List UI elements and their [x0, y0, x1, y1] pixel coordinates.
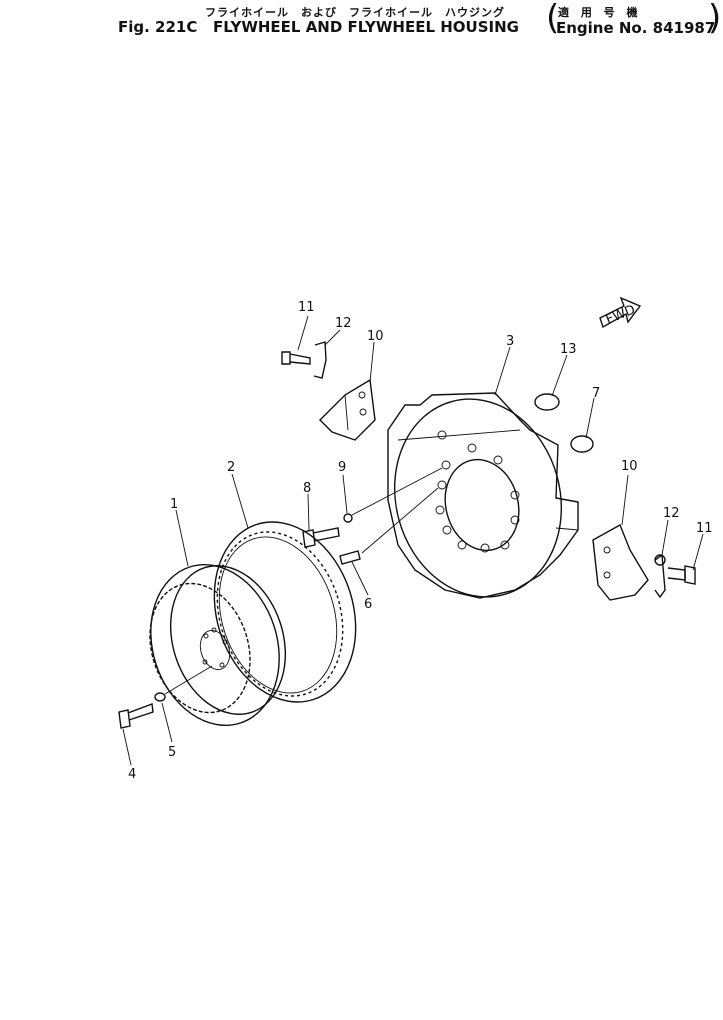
callout-labels: 11 12 10 3 13 7 10 12 11 9 8 6 2 1 4 5: [128, 300, 713, 782]
callout-11-right: 11: [696, 521, 713, 536]
flywheel: [149, 563, 287, 727]
assembly-line-6: [361, 487, 439, 554]
bracket-right: [592, 524, 649, 601]
bolt-left-top: [281, 351, 311, 365]
right-bracket: ): [708, 0, 722, 38]
callout-10-left: 10: [367, 329, 384, 344]
figure-number: Fig. 221C: [118, 18, 198, 36]
callout-8: 8: [303, 481, 311, 496]
assembly-line-4: [164, 665, 213, 695]
washer-right: [654, 554, 666, 566]
bracket-left: [319, 378, 376, 441]
figure-title: FLYWHEEL AND FLYWHEEL HOUSING: [213, 18, 519, 36]
callout-12-right: 12: [663, 506, 680, 521]
callout-6: 6: [364, 597, 372, 612]
callout-3: 3: [506, 334, 514, 349]
callout-5: 5: [168, 745, 176, 760]
bolt-8: [302, 527, 340, 548]
callout-10-right: 10: [621, 459, 638, 474]
assembly-line-9: [351, 467, 443, 516]
washer-5: [154, 692, 166, 702]
leader-lines: [122, 315, 704, 766]
callout-4: 4: [128, 767, 136, 782]
bolt-4: [118, 703, 154, 729]
plug-13: [534, 393, 560, 411]
callout-13: 13: [560, 342, 577, 357]
dowel-pin-6: [339, 550, 361, 565]
japanese-title: フライホイール および フライホイール ハウジング: [205, 6, 505, 19]
ring-gear: [213, 521, 357, 703]
callout-12-left: 12: [335, 316, 352, 331]
callout-11-left: 11: [298, 300, 315, 315]
callout-9: 9: [338, 460, 346, 475]
bolt-right: [667, 565, 696, 585]
callout-7: 7: [592, 386, 600, 401]
fwd-arrow: FWD: [599, 296, 642, 329]
callout-2: 2: [227, 460, 235, 475]
plug-7: [570, 435, 594, 453]
left-bracket: (: [546, 0, 560, 38]
callout-1: 1: [170, 497, 178, 512]
washer-9: [343, 513, 353, 523]
housing-bolt-holes: [435, 430, 520, 553]
japanese-applicable-label: 適 用 号 機: [558, 6, 642, 19]
lock-plate-right: [654, 553, 666, 599]
lock-plate-left: [313, 341, 327, 379]
fwd-label: FWD: [604, 302, 638, 327]
engine-number: Engine No. 841987: [556, 19, 716, 37]
flywheel-housing: [387, 392, 579, 599]
